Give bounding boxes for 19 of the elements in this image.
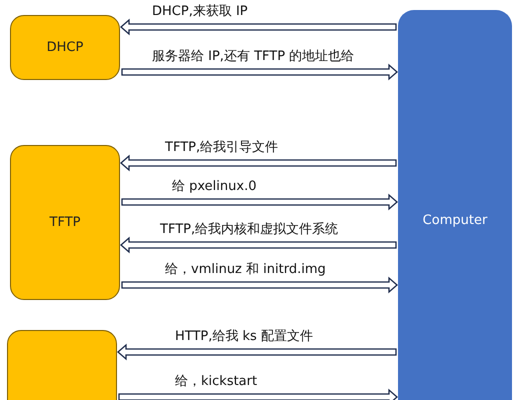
block-arrow: [121, 276, 398, 294]
computer-box: Computer: [398, 10, 512, 400]
edge-label: HTTP,给我 ks 配置文件: [175, 328, 313, 345]
edge-label: 给，vmlinuz 和 initrd.img: [165, 261, 326, 278]
dhcp-box: DHCP: [10, 15, 120, 80]
block-arrow: [118, 388, 398, 400]
tftp-box: TFTP: [10, 145, 120, 300]
block-arrow: [121, 64, 398, 80]
edge-label: DHCP,来获取 IP: [152, 3, 248, 20]
edge-label: 服务器给 IP,还有 TFTP 的地址也给: [152, 48, 354, 65]
edge-label: 给 pxelinux.0: [172, 178, 256, 195]
block-arrow: [120, 236, 397, 254]
block-arrow: [120, 154, 397, 172]
block-arrow: [121, 194, 398, 210]
block-arrow: [117, 344, 397, 360]
edge-label: TFTP,给我内核和虚拟文件系统: [160, 221, 338, 238]
edge-label: 给，kickstart: [175, 373, 258, 390]
block-arrow: [120, 18, 397, 36]
edge-label: TFTP,给我引导文件: [165, 139, 278, 156]
